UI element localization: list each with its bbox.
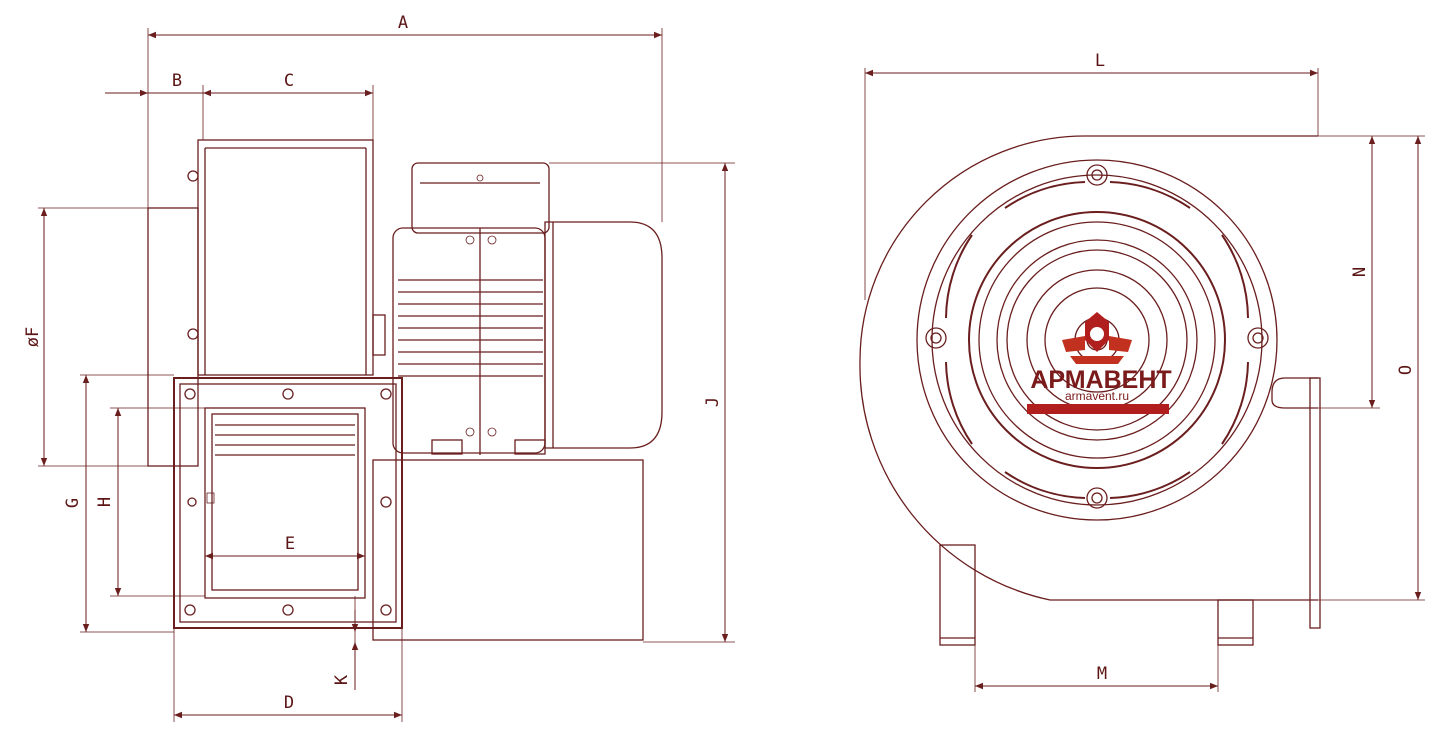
dim-label-h: H <box>95 497 115 507</box>
dim-label-l: L <box>1095 51 1105 71</box>
base-pedestal <box>372 459 644 641</box>
dim-label-c: C <box>284 71 294 91</box>
dim-label-g: G <box>63 498 83 508</box>
scroll-housing <box>859 135 1318 601</box>
dim-label-k: K <box>332 674 352 685</box>
armavent-logo: АРМАВЕНТ armavent.ru <box>1027 312 1172 414</box>
side-view <box>38 28 735 722</box>
front-view <box>859 68 1425 692</box>
logo-name: АРМАВЕНТ <box>1030 366 1171 394</box>
dimension-labels: A B C E D øF G H J K L N O M <box>23 13 1416 713</box>
logo-site: armavent.ru <box>1065 389 1129 403</box>
outlet-flange <box>173 377 403 629</box>
terminal-box <box>411 162 550 234</box>
dim-label-f: øF <box>23 327 43 347</box>
dim-label-b: B <box>172 71 182 91</box>
impeller <box>968 211 1226 469</box>
logo-bar <box>1027 404 1169 414</box>
side-plate <box>916 159 1278 521</box>
motor <box>392 162 663 455</box>
dim-label-o: O <box>1396 365 1416 375</box>
dim-label-d: D <box>284 693 294 713</box>
dim-label-j: J <box>703 397 723 407</box>
dim-label-n: N <box>1350 267 1370 277</box>
dim-label-a: A <box>398 13 408 33</box>
dim-label-e: E <box>285 534 295 554</box>
housing-side <box>197 139 374 376</box>
dim-label-m: M <box>1097 664 1107 684</box>
fan-cover <box>544 221 663 449</box>
